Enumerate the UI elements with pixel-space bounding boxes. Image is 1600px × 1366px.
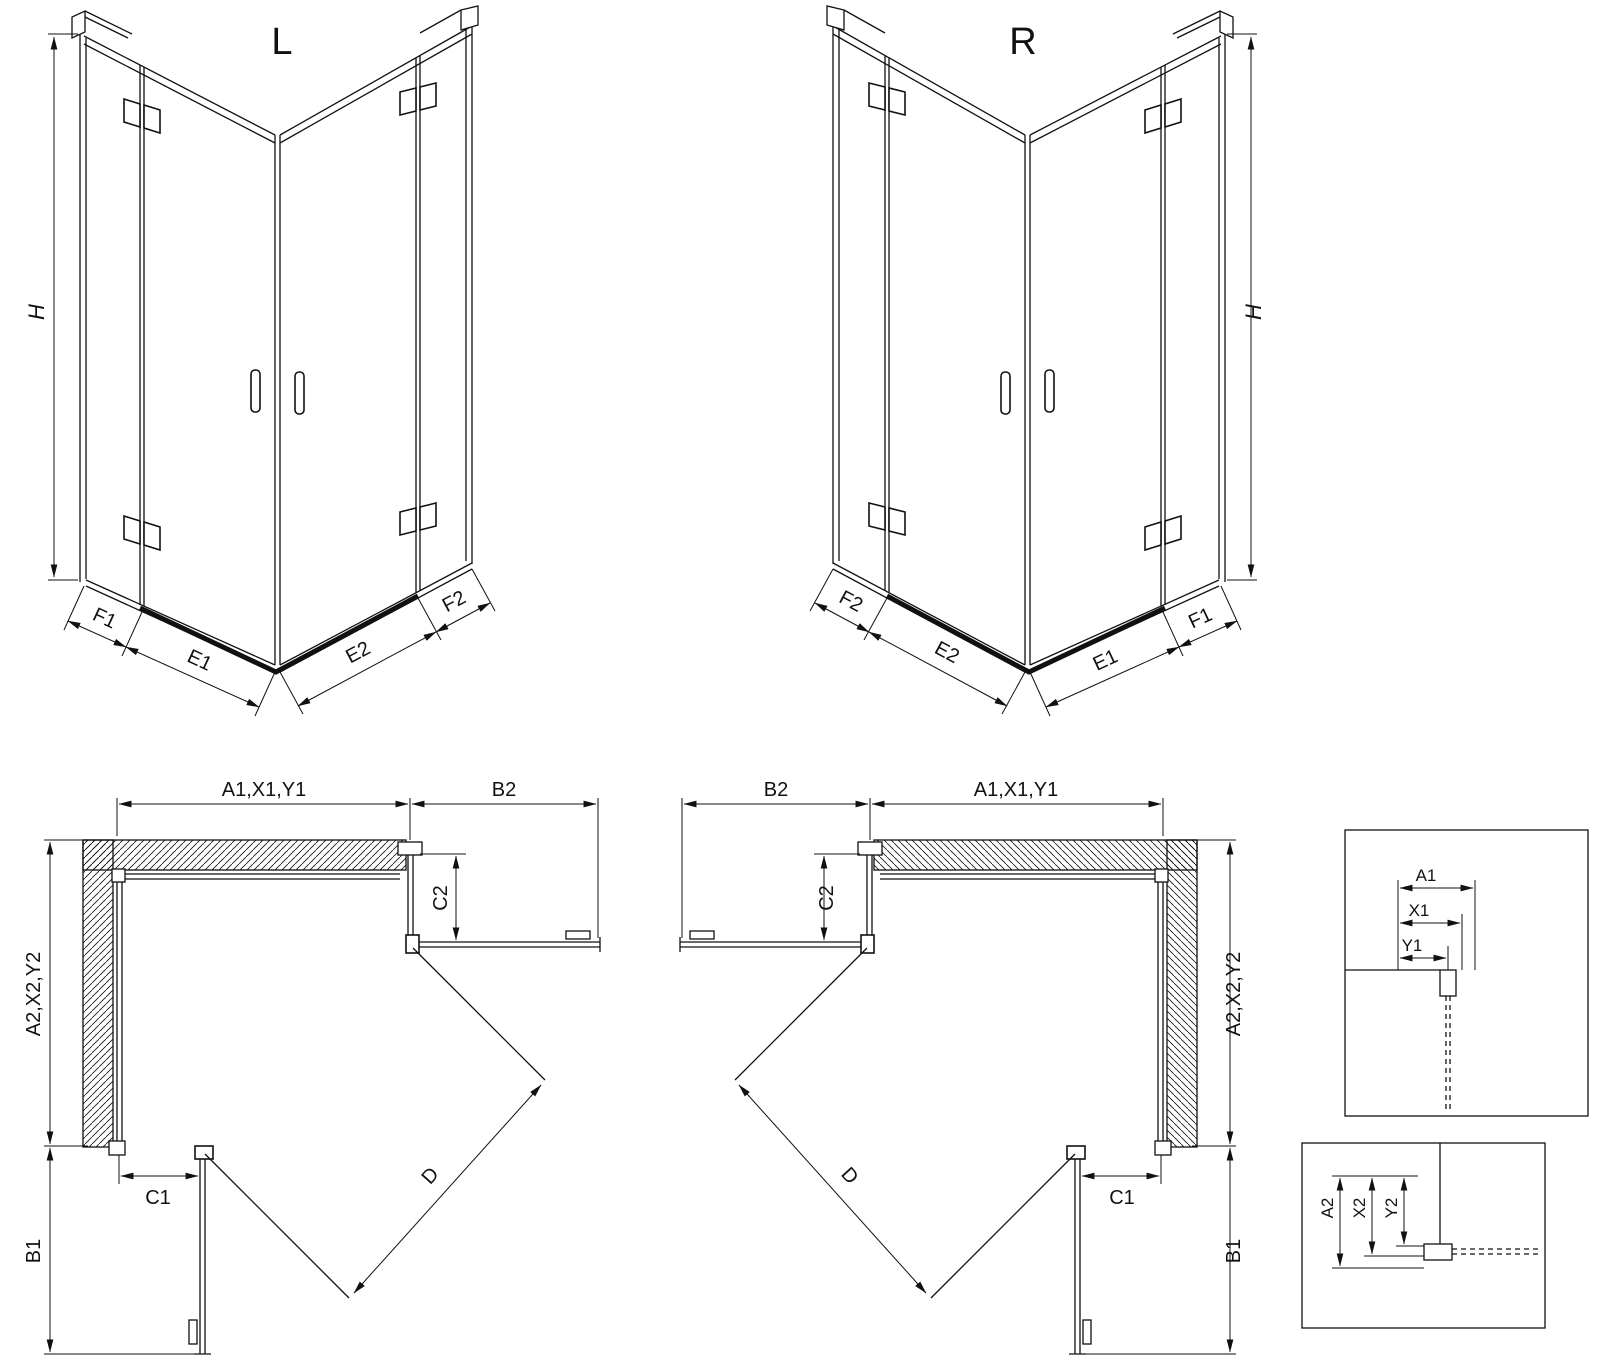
dim-label-height: H [1241, 304, 1266, 320]
dim-label-a2: A2 [1318, 1198, 1337, 1219]
dim-label-x2: X2 [1350, 1198, 1369, 1219]
dim-label-c2: C2 [430, 885, 452, 911]
dim-label-a2x2y2: A2,X2,Y2 [23, 952, 45, 1037]
dim-label-a1x1y1: A1,X1,Y1 [974, 779, 1059, 801]
dim-label-b2: B2 [764, 779, 788, 801]
dim-label-a1x1y1: A1,X1,Y1 [222, 779, 307, 801]
detail-views: A1 X1 Y1 A2 X2 Y2 [1301, 829, 1589, 1329]
dim-label-b2: B2 [492, 779, 516, 801]
dim-label-d: D [418, 1163, 444, 1188]
dim-label-y1: Y1 [1402, 936, 1423, 955]
dim-label-d: D [836, 1163, 862, 1188]
dim-label-y2: Y2 [1382, 1198, 1401, 1219]
dim-label-c1: C1 [145, 1187, 171, 1209]
plan-view-right: A1,X1,Y1 B2 C2 A2,X2,Y2 C1 B1 D [652, 779, 1245, 1366]
isometric-view-left: L H F1 E1 E2 F2 [24, 4, 510, 744]
dim-label-a2x2y2: A2,X2,Y2 [1223, 952, 1245, 1037]
detail-vertical-geometry [1301, 1142, 1546, 1329]
dim-label-x1: X1 [1409, 901, 1430, 920]
dim-label-e2: E2 [931, 637, 963, 668]
dim-label-f1: F1 [1185, 604, 1215, 634]
dim-label-f2: F2 [439, 587, 470, 617]
variant-letter-right: R [1009, 21, 1036, 63]
dim-label-e1: E1 [184, 645, 215, 675]
dim-label-f2: F2 [835, 587, 866, 617]
dim-label-e2: E2 [342, 637, 374, 668]
iso-right-geometry [810, 6, 1257, 716]
dim-label-e1: E1 [1090, 645, 1121, 675]
plan-right-geometry [680, 798, 1236, 1354]
dim-label-b1: B1 [1223, 1239, 1245, 1263]
dim-label-c2: C2 [816, 885, 838, 911]
detail-horizontal-geometry [1344, 829, 1589, 1117]
isometric-view-right: R H F2 E2 E1 F1 [795, 4, 1266, 744]
dim-label-c1: C1 [1109, 1187, 1135, 1209]
plan-view-left: A1,X1,Y1 B2 C2 A2,X2,Y2 C1 B1 D [23, 779, 628, 1366]
iso-left-geometry [48, 6, 495, 716]
variant-letter-left: L [271, 21, 292, 63]
dim-label-b1: B1 [23, 1239, 45, 1263]
dim-label-height: H [24, 304, 49, 320]
dim-label-a1: A1 [1416, 866, 1437, 885]
dim-label-f1: F1 [89, 604, 119, 634]
plan-left-geometry [44, 798, 600, 1354]
